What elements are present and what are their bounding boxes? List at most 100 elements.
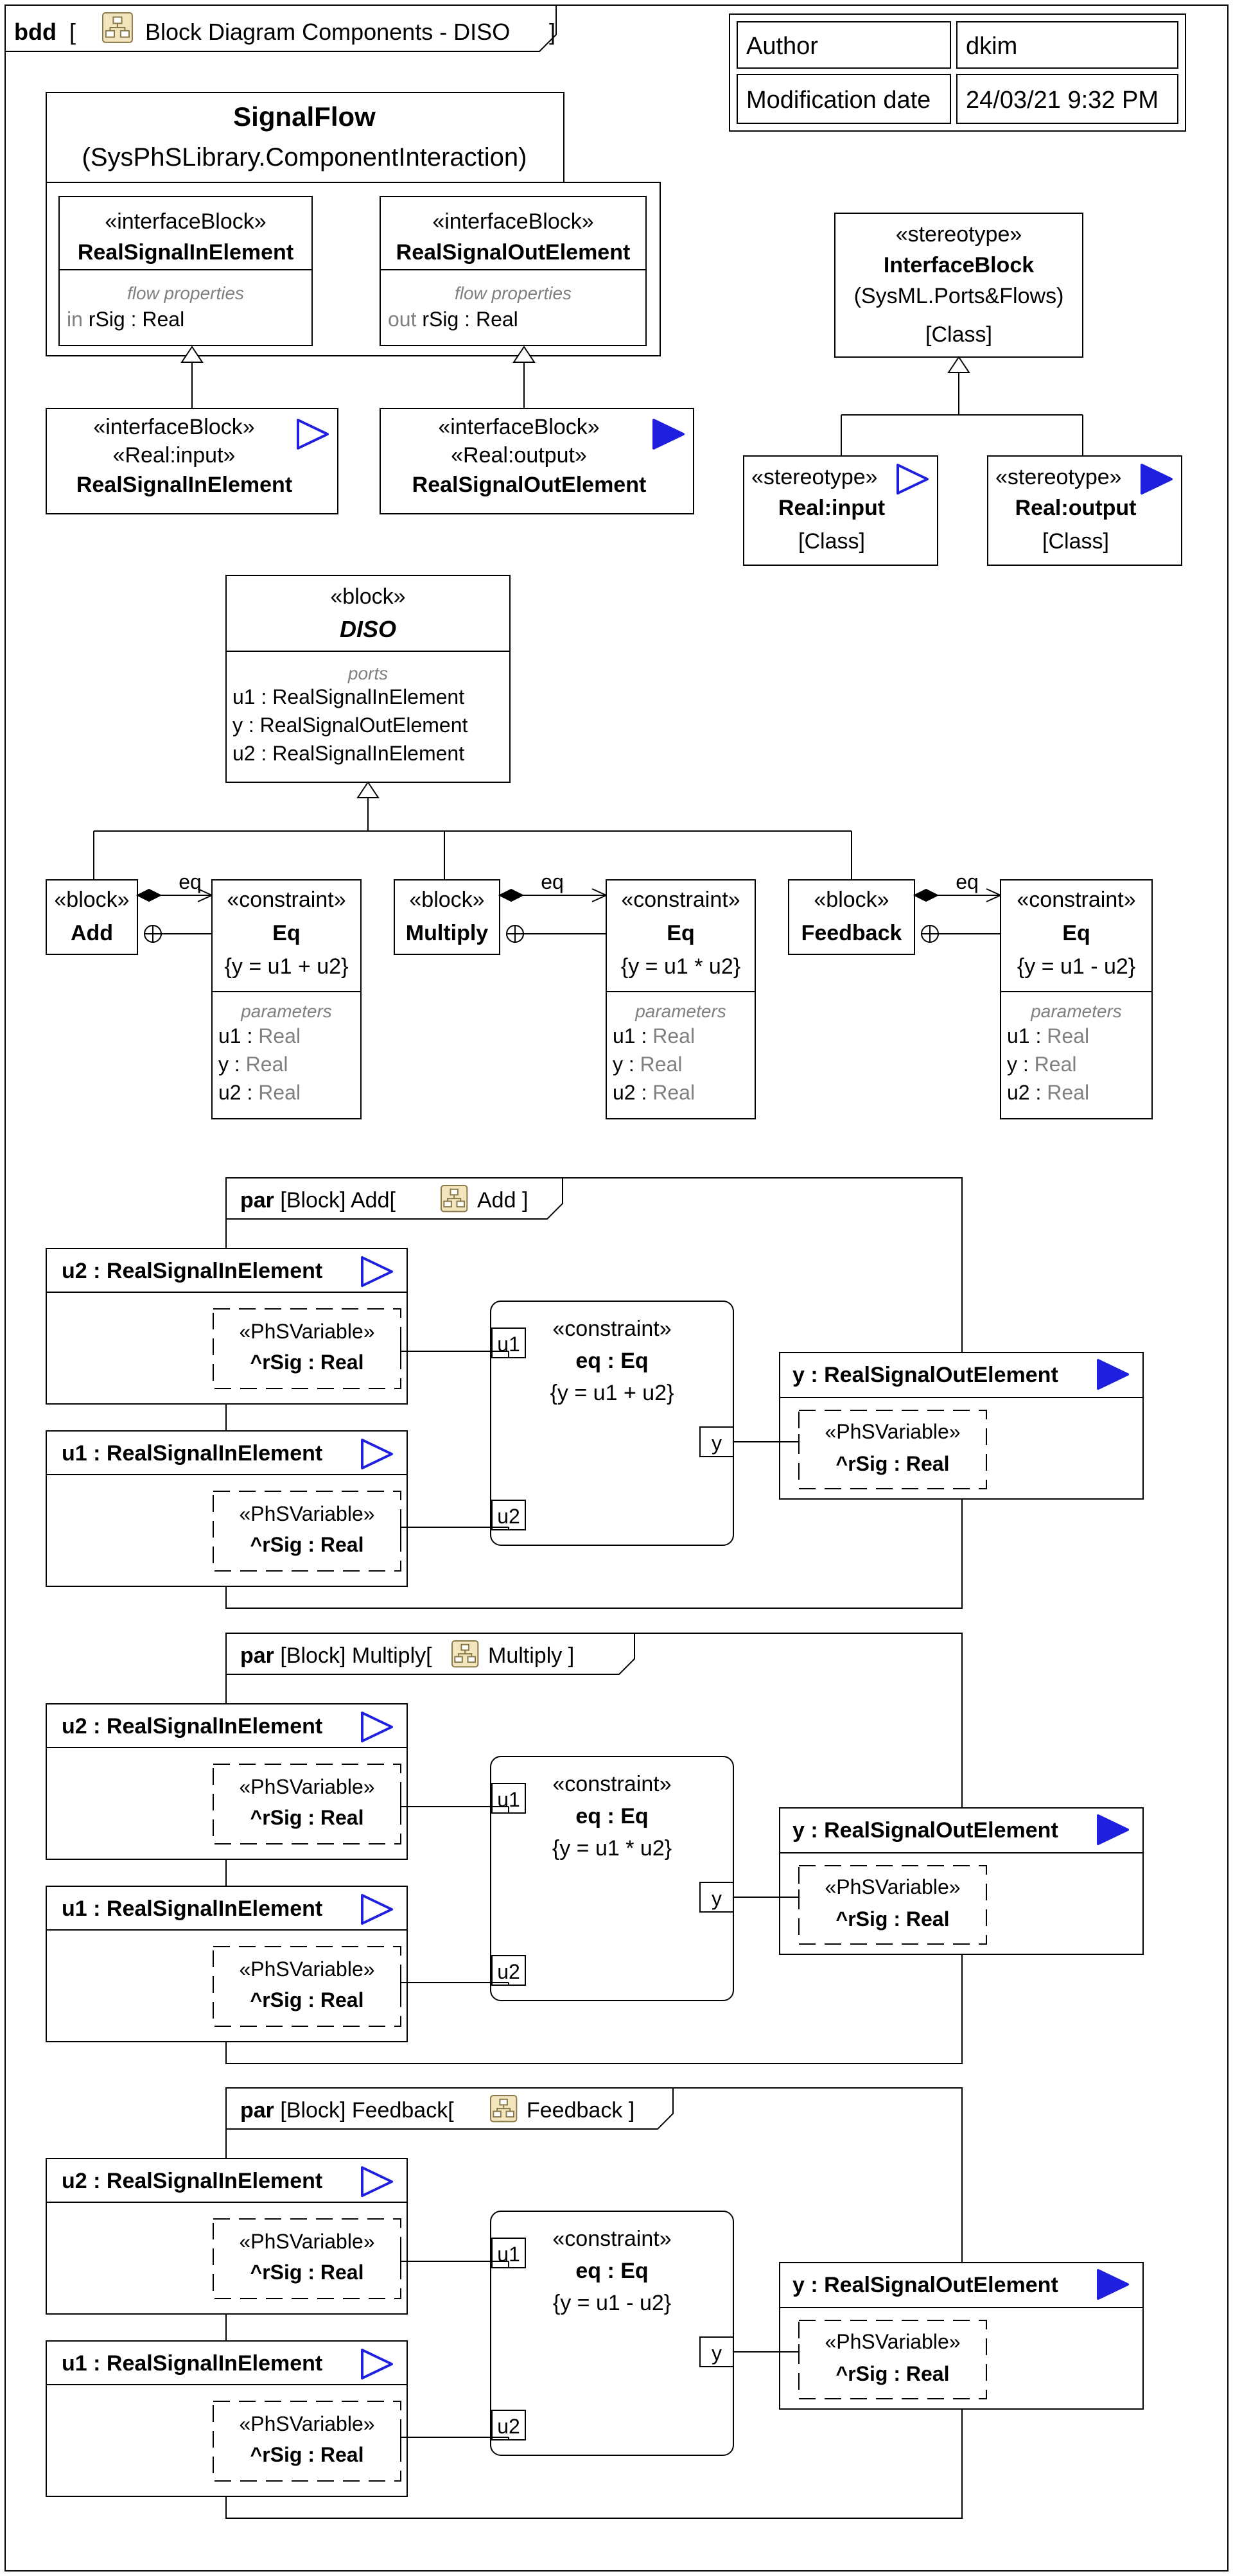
phs-variable-border xyxy=(798,2320,987,2399)
author-value: dkim xyxy=(966,33,1017,60)
phs-variable-name: ^rSig : Real xyxy=(836,1907,950,1931)
parametric-diagram-icon xyxy=(441,1185,468,1213)
parameter-type: Real xyxy=(640,1053,683,1076)
diso-port-name: y xyxy=(232,714,243,737)
u1-port: u1 : RealSignalInElement «PhSVariable» ^rS… xyxy=(46,1430,408,1587)
input-port-icon xyxy=(361,2349,393,2379)
parameter-type: Real xyxy=(258,1081,301,1104)
constraint-stereotype: «constraint» xyxy=(227,888,345,912)
par-bracket-open: [ xyxy=(426,1643,432,1668)
phs-variable-stereotype: «PhSVariable» xyxy=(825,2330,960,2353)
input-triangle-icon xyxy=(297,419,329,450)
pin-y xyxy=(699,1426,734,1457)
interfaceblock-stereotype-label: «stereotype» xyxy=(896,222,1022,247)
par-frame-title: par [Block] Feedback[ xyxy=(240,2098,454,2123)
phs-variable-border xyxy=(798,1410,987,1489)
phs-variable-name: ^rSig : Real xyxy=(250,1533,364,1556)
input-port-icon xyxy=(361,1712,393,1742)
par-bracket-close: ] xyxy=(568,1643,574,1668)
parameter-name: u2 xyxy=(613,1081,636,1104)
constraint-parameter: u1 : Real xyxy=(218,1024,301,1047)
u2-port: u2 : RealSignalInElement«PhSVariable»^rS… xyxy=(46,1703,408,1860)
y-port-label: y : RealSignalOutElement xyxy=(792,1363,1058,1387)
signalflow-title: SignalFlow xyxy=(233,101,376,132)
par-diagram-ref: Multiply ] xyxy=(488,1643,574,1668)
pin-u2-label: u2 xyxy=(497,1960,520,1983)
generalization-signal-in xyxy=(180,346,204,408)
signalflow-header xyxy=(46,92,564,183)
real-input-stereotype: «stereotype»Real:input[Class] xyxy=(743,455,938,566)
real-output-stereotype: «stereotype»Real:output[Class] xyxy=(987,455,1182,566)
constraint-parameter: u2 : Real xyxy=(613,1081,695,1104)
output-triangle-icon xyxy=(652,419,685,450)
association-role-label: eq xyxy=(956,870,979,893)
phs-variable-stereotype: «PhSVariable» xyxy=(239,1958,374,1981)
par-diagram-name: Feedback xyxy=(527,2098,623,2123)
block-diagram-icon xyxy=(102,12,133,43)
frame-tab xyxy=(5,5,557,52)
constraint-property-stereotype: «constraint» xyxy=(552,1772,671,1796)
phs-variable: «PhSVariable»^rSig : Real xyxy=(213,1308,401,1389)
sub-block-in-stereotype: «interfaceBlock» xyxy=(93,415,254,439)
flow-block-in: «interfaceBlock»RealSignalInElementflow … xyxy=(58,196,313,346)
author-label: Author xyxy=(746,33,818,60)
interfaceblock-name: InterfaceBlock xyxy=(884,253,1034,277)
par-owner-label: Multiply xyxy=(352,1643,426,1668)
phs-variable-name: ^rSig : Real xyxy=(250,1351,364,1374)
par-frame-tab xyxy=(226,2088,674,2130)
generalization-signal-out xyxy=(512,346,536,408)
parameter-type: Real xyxy=(1047,1024,1089,1047)
phs-variable-border xyxy=(213,2218,401,2299)
real-input-stereotype-name: Real:input xyxy=(778,496,885,520)
real-input-stereotype-metaclass: [Class] xyxy=(798,529,865,554)
u2-port-label: u2 : RealSignalInElement xyxy=(62,1259,322,1283)
constraint-property-stereotype: «constraint» xyxy=(552,1317,671,1341)
author-value-cell xyxy=(956,21,1178,69)
constraint-section-label: parameters xyxy=(240,1001,332,1021)
operator-block-stereotype: «block» xyxy=(54,888,129,912)
phs-variable: «PhSVariable»^rSig : Real xyxy=(213,1946,401,2027)
flow-block-out: «interfaceBlock»RealSignalOutElementflow… xyxy=(380,196,647,346)
flow-block-in-prop-sep: : xyxy=(125,308,143,331)
parametric-diagram-icon xyxy=(451,1640,479,1668)
operator-block-border xyxy=(394,879,500,955)
flow-block-in-prop-name: rSig xyxy=(89,308,125,331)
constraint-expression: {y = u1 - u2} xyxy=(1017,954,1135,979)
constraint-parameter: u2 : Real xyxy=(218,1081,301,1104)
flow-block-in-direction: in xyxy=(67,308,83,331)
parameter-type: Real xyxy=(652,1081,695,1104)
parameter-name: u2 xyxy=(218,1081,241,1104)
real-output-stereotype-metaclass: [Class] xyxy=(1042,529,1109,554)
constraint-expression: {y = u1 + u2} xyxy=(225,954,349,979)
pin-u2 xyxy=(491,1955,526,1986)
u1-port-label: u1 : RealSignalInElement xyxy=(62,1441,322,1466)
par-diagram-add: par [Block] Add[Add ]u2 : RealSignalInEl… xyxy=(46,1177,1144,1609)
flow-block-out-border xyxy=(380,196,647,346)
phs-variable-stereotype: «PhSVariable» xyxy=(239,1502,374,1525)
pin-u2-label: u2 xyxy=(497,2415,520,2438)
par-diagram-ref: Feedback ] xyxy=(527,2098,634,2123)
phs-variable-stereotype: «PhSVariable» xyxy=(239,1775,374,1798)
association-role-label: eq xyxy=(541,870,564,893)
association-role-label: eq xyxy=(179,870,202,893)
diso-name: DISO xyxy=(340,616,396,642)
sub-block-out-border xyxy=(380,408,694,514)
constraint-parameter: u1 : Real xyxy=(1007,1024,1089,1047)
constraint-property-expression: {y = u1 * u2} xyxy=(552,1836,672,1861)
constraint-parameter: y : Real xyxy=(1007,1053,1076,1076)
phs-variable: «PhSVariable»^rSig : Real xyxy=(213,2218,401,2299)
phs-variable-name: ^rSig : Real xyxy=(836,2362,950,2385)
input-port-icon xyxy=(361,1439,393,1469)
constraint-property-expression: {y = u1 - u2} xyxy=(553,2291,671,2315)
parameter-type: Real xyxy=(1035,1053,1077,1076)
operator-block-border xyxy=(46,879,138,955)
y-port-label: y : RealSignalOutElement xyxy=(792,2273,1058,2297)
par-kind-label: par xyxy=(240,1188,274,1213)
pin-u2 xyxy=(491,1500,526,1530)
par-meta-label: [Block] xyxy=(280,2098,345,2123)
phs-variable-border xyxy=(213,1764,401,1844)
u2-port-label: u2 : RealSignalInElement xyxy=(62,1714,322,1739)
parameter-name: u1 xyxy=(218,1024,241,1047)
